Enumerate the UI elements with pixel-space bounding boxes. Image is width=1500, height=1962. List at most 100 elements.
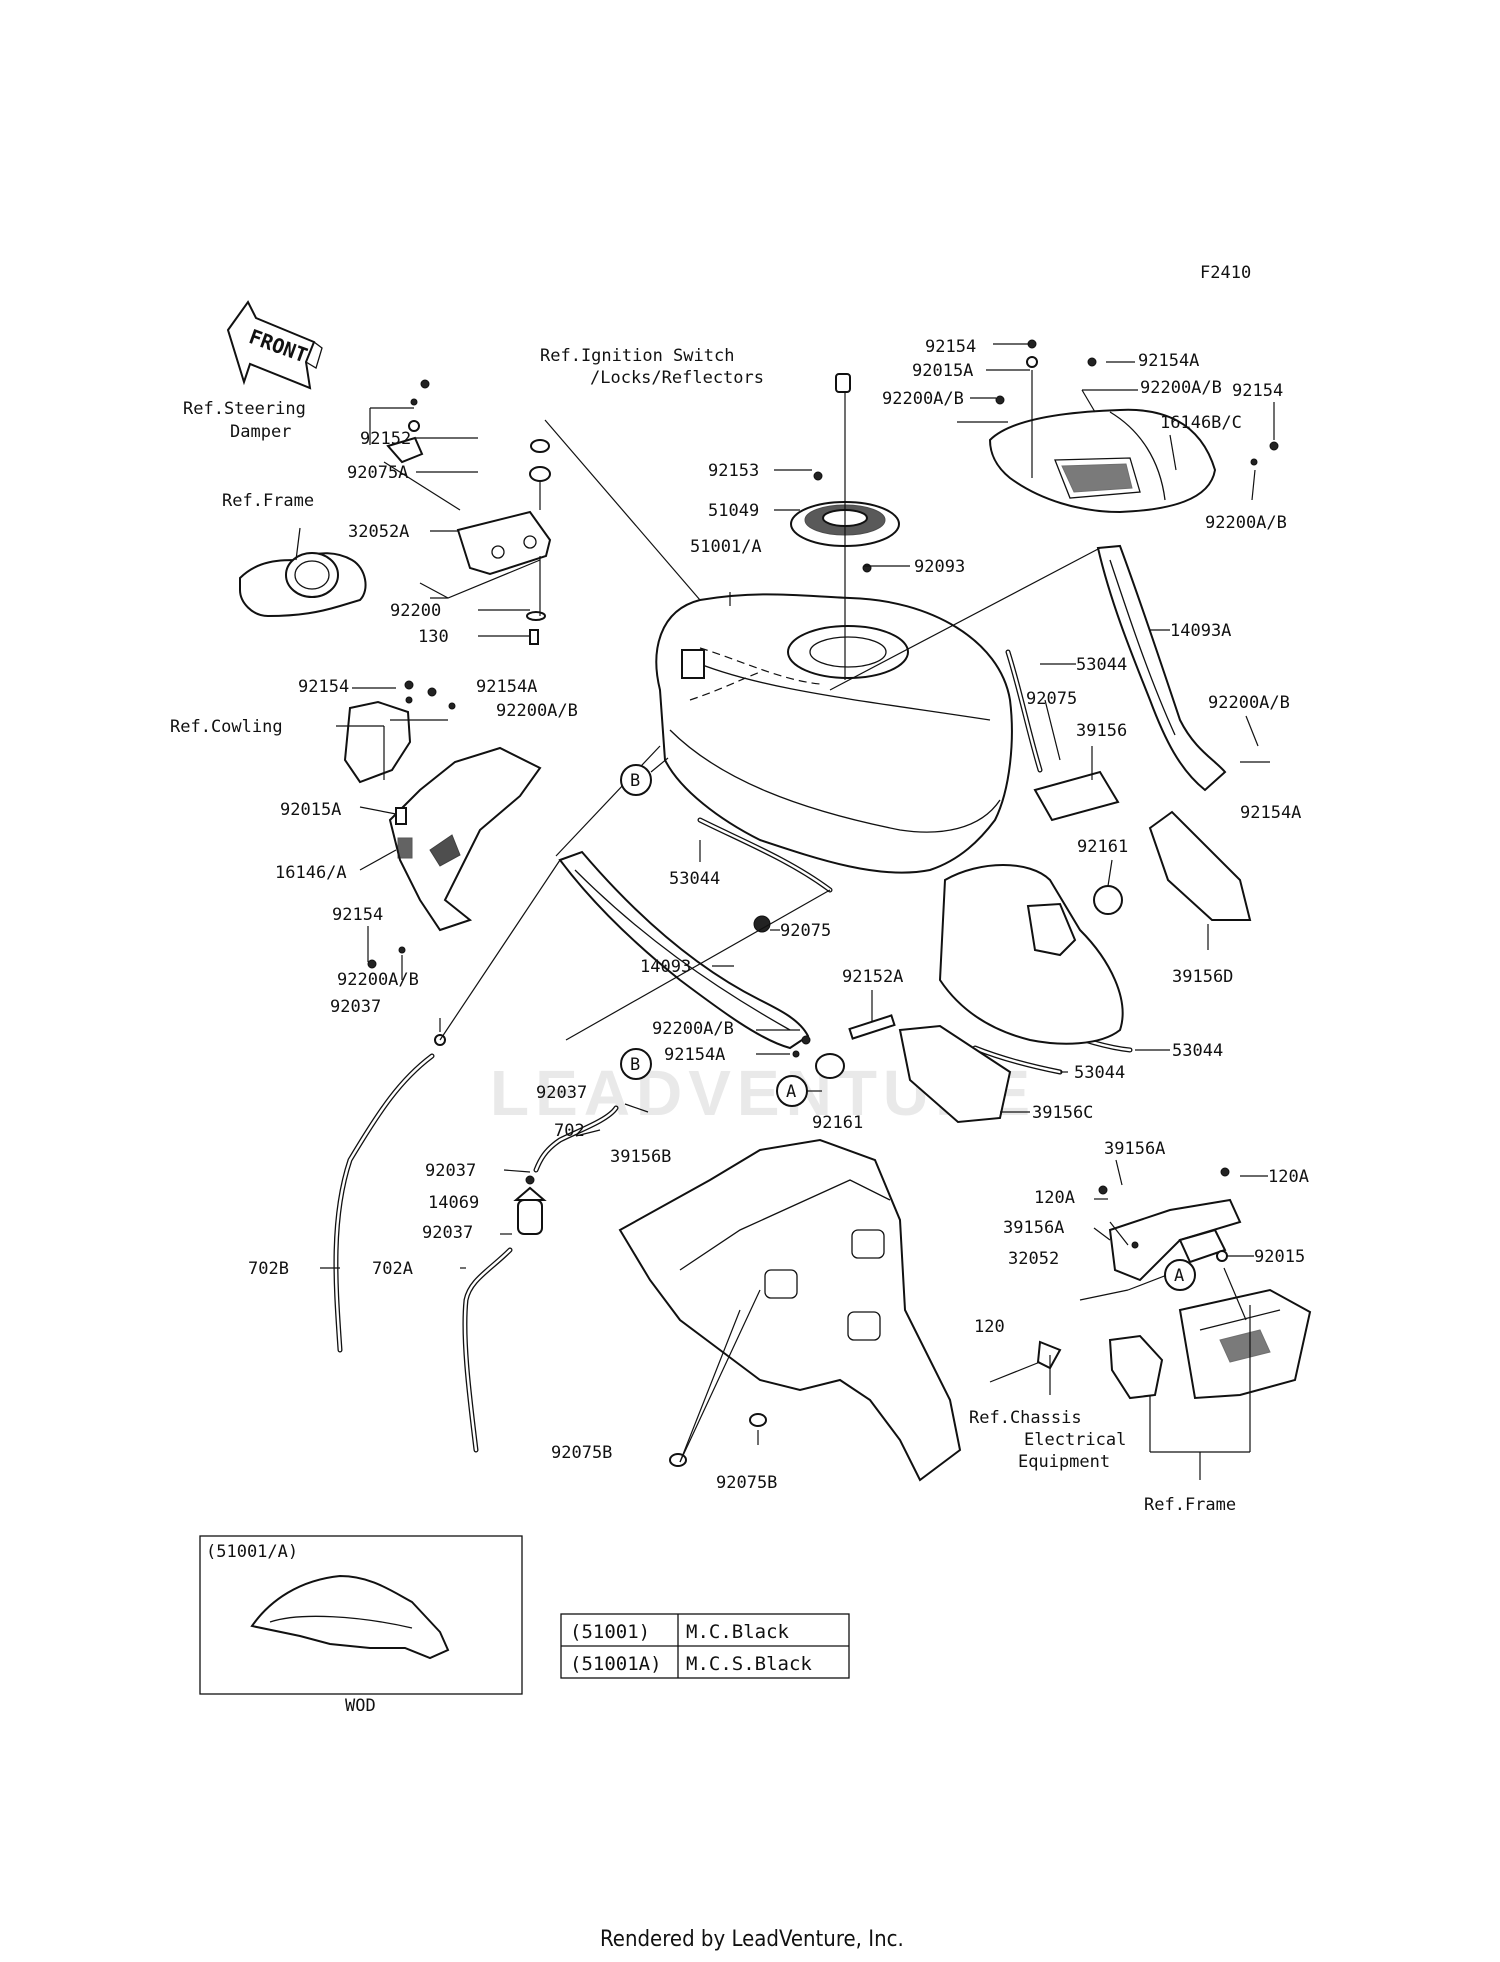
color-table-color-1: M.C.Black bbox=[686, 1621, 790, 1643]
part-label: 39156A bbox=[1003, 1218, 1064, 1238]
part-label: 92075B bbox=[551, 1443, 612, 1463]
part-label: 92154 bbox=[298, 677, 349, 697]
side-cover-16146bc bbox=[988, 408, 1217, 514]
part-label: 120A bbox=[1034, 1188, 1075, 1208]
frame-rear-ref bbox=[989, 1288, 1312, 1400]
part-label: 92153 bbox=[708, 461, 759, 481]
ref-chassis-line1: Ref.Chassis bbox=[969, 1408, 1082, 1428]
side-cover-16146a bbox=[343, 700, 542, 932]
part-label: 92037 bbox=[425, 1161, 476, 1181]
hose-702 bbox=[533, 1105, 619, 1173]
fuel-filter-14069 bbox=[513, 1175, 547, 1235]
inset-wod bbox=[199, 1535, 523, 1695]
ref-steering-line2: Damper bbox=[230, 422, 291, 442]
svg-text:B: B bbox=[630, 771, 640, 791]
part-label: 51049 bbox=[708, 501, 759, 521]
svg-text:A: A bbox=[1174, 1266, 1184, 1286]
ref-frame-top: Ref.Frame bbox=[222, 491, 314, 511]
ref-chassis-line2: Electrical bbox=[1024, 1430, 1126, 1450]
part-label: 16146B/C bbox=[1160, 413, 1242, 433]
part-label: 51001/A bbox=[690, 537, 762, 557]
part-label: 92154 bbox=[1232, 381, 1283, 401]
part-label: 92154A bbox=[1138, 351, 1199, 371]
callout-a-left: A bbox=[776, 1075, 822, 1107]
part-label: 92093 bbox=[914, 557, 965, 577]
part-label: 16146/A bbox=[275, 863, 347, 883]
hose-702b bbox=[333, 1053, 435, 1353]
part-label: 92152 bbox=[360, 429, 411, 449]
part-label: 92154 bbox=[332, 905, 383, 925]
callout-b-top: B bbox=[620, 757, 669, 796]
part-label: 32052 bbox=[1008, 1249, 1059, 1269]
part-label: 92075 bbox=[780, 921, 831, 941]
part-label: 92037 bbox=[536, 1083, 587, 1103]
part-label: 92015A bbox=[280, 800, 341, 820]
part-label: 92075B bbox=[716, 1473, 777, 1493]
part-label: 53044 bbox=[1172, 1041, 1223, 1061]
part-label: 702B bbox=[248, 1259, 289, 1279]
part-label: 120 bbox=[974, 1317, 1005, 1337]
part-label: 92037 bbox=[330, 997, 381, 1017]
leader-lines bbox=[295, 343, 1275, 1480]
color-table-code-1: (51001) bbox=[570, 1621, 650, 1643]
part-label: 14093A bbox=[1170, 621, 1231, 641]
part-label: 92200 bbox=[390, 601, 441, 621]
part-label: 14093 bbox=[640, 957, 691, 977]
fuel-tank-51001 bbox=[655, 593, 1013, 874]
fuel-cap-51049 bbox=[790, 373, 900, 680]
part-label: 39156B bbox=[610, 1147, 671, 1167]
svg-text:A: A bbox=[786, 1082, 796, 1102]
footer-credit: Rendered by LeadVenture, Inc. bbox=[600, 1927, 904, 1952]
color-table bbox=[560, 1613, 850, 1679]
tank-tray bbox=[938, 864, 1124, 1045]
part-label: 92075 bbox=[1026, 689, 1077, 709]
svg-text:B: B bbox=[630, 1055, 640, 1075]
part-label: 702 bbox=[554, 1121, 585, 1141]
hose-702a bbox=[462, 1247, 513, 1453]
part-label: 130 bbox=[418, 627, 449, 647]
part-label: 92200A/B bbox=[337, 970, 419, 990]
part-label: 14069 bbox=[428, 1193, 479, 1213]
part-label: 92154A bbox=[664, 1045, 725, 1065]
callout-a-right: A bbox=[1164, 1259, 1196, 1291]
side-strip-14093a bbox=[1096, 544, 1227, 792]
part-label: 92037 bbox=[422, 1223, 473, 1243]
part-label: 53044 bbox=[1076, 655, 1127, 675]
part-label: 92154A bbox=[1240, 803, 1301, 823]
part-label: 92200A/B bbox=[652, 1019, 734, 1039]
ref-cowling: Ref.Cowling bbox=[170, 717, 283, 737]
part-label: 32052A bbox=[348, 522, 409, 542]
ref-frame-bottom: Ref.Frame bbox=[1144, 1495, 1236, 1515]
part-label: 92161 bbox=[812, 1113, 863, 1133]
part-label: 92015 bbox=[1254, 1247, 1305, 1267]
heat-insulator-39156b bbox=[618, 1138, 962, 1482]
part-label: 53044 bbox=[1074, 1063, 1125, 1083]
front-arrow-icon: FRONT bbox=[226, 300, 323, 390]
part-label: 92200A/B bbox=[1205, 513, 1287, 533]
part-label: 39156C bbox=[1032, 1103, 1093, 1123]
ref-chassis-line3: Equipment bbox=[1018, 1452, 1110, 1472]
part-label: 39156A bbox=[1104, 1139, 1165, 1159]
inset-title: (51001/A) bbox=[206, 1542, 298, 1562]
part-label: 120A bbox=[1268, 1167, 1309, 1187]
part-label: 92200A/B bbox=[496, 701, 578, 721]
color-table-color-2: M.C.S.Black bbox=[686, 1653, 812, 1675]
color-table-code-2: (51001A) bbox=[570, 1653, 662, 1675]
part-label: 92200A/B bbox=[882, 389, 964, 409]
callout-b-bottom: B bbox=[620, 1048, 652, 1080]
part-label: 92154A bbox=[476, 677, 537, 697]
inset-caption: WOD bbox=[345, 1696, 376, 1716]
bolts-top-right bbox=[995, 339, 1279, 466]
part-label: 92015A bbox=[912, 361, 973, 381]
pads-39156 bbox=[898, 770, 1252, 1124]
frame-head-ref bbox=[239, 552, 367, 618]
bracket-32052a bbox=[456, 439, 552, 645]
part-label: 92154 bbox=[925, 337, 976, 357]
part-label: 92075A bbox=[347, 463, 408, 483]
side-strip-14093 bbox=[558, 850, 810, 1050]
bracket-32052 bbox=[1098, 1167, 1242, 1282]
ref-ignition-line1: Ref.Ignition Switch bbox=[540, 346, 734, 366]
part-label: 92200A/B bbox=[1208, 693, 1290, 713]
ref-ignition-line2: /Locks/Reflectors bbox=[590, 368, 764, 388]
